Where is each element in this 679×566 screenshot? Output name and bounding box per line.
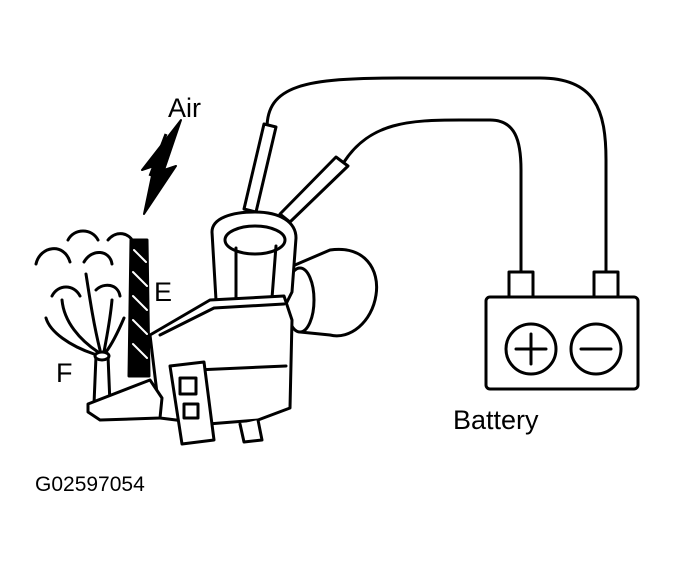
air-label: Air bbox=[168, 93, 201, 123]
port-f-label: F bbox=[56, 358, 73, 388]
negative-symbol-circle bbox=[569, 322, 623, 376]
positive-symbol-circle bbox=[504, 322, 558, 376]
battery-body bbox=[484, 295, 640, 391]
air-jet bbox=[60, 298, 100, 354]
wire-to-positive bbox=[342, 118, 523, 274]
battery-terminal-negative bbox=[592, 270, 620, 300]
port-base bbox=[86, 378, 164, 422]
port-e-label: E bbox=[154, 277, 172, 307]
probe-right bbox=[278, 155, 350, 224]
battery-terminal-positive bbox=[507, 270, 535, 300]
figure-id: G02597054 bbox=[35, 473, 145, 496]
wire-to-negative bbox=[265, 76, 608, 274]
probe-left bbox=[242, 122, 278, 214]
air-arrow bbox=[141, 119, 182, 215]
battery-label: Battery bbox=[453, 405, 539, 435]
valve-body bbox=[148, 294, 294, 426]
